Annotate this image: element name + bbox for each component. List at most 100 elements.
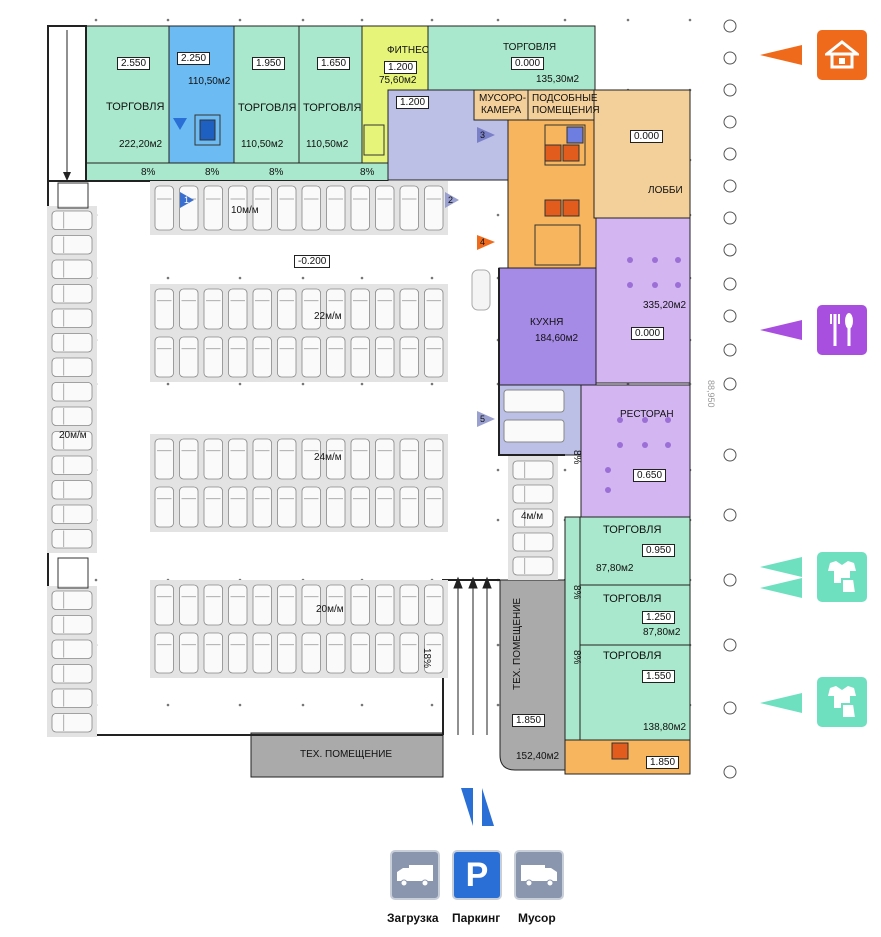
car-stall (424, 185, 444, 231)
zone-corridor-bottom (85, 162, 389, 182)
car-stall (399, 336, 419, 378)
marker-5: 5 (480, 414, 486, 424)
row-b2-bg (150, 332, 448, 382)
zone-trade-4 (298, 25, 363, 164)
label-kitchen: КУХНЯ (530, 317, 564, 328)
car-stall (277, 336, 297, 378)
zone-aux (527, 89, 595, 121)
car-stall (301, 288, 321, 330)
slope-s3: 8% (269, 167, 284, 178)
car-stall (375, 438, 395, 480)
level-l3: 1.950 (252, 57, 286, 70)
zone-trade-1 (85, 25, 170, 164)
slope-s4: 8% (360, 167, 375, 178)
car-stall (326, 584, 346, 626)
car-stall (203, 486, 223, 528)
car-stall (301, 438, 321, 480)
legend-loading: Загрузка (387, 911, 439, 925)
grid-dot (360, 382, 364, 386)
area-lobby-rest: 335,20м2 (643, 300, 687, 311)
grid-dot (166, 18, 170, 22)
car-stall (228, 185, 248, 231)
parking-stalls (47, 181, 565, 737)
car-stall (203, 438, 223, 480)
car-stall (424, 336, 444, 378)
area-r3: 138,80м2 (643, 722, 687, 733)
car-stall (424, 486, 444, 528)
label-tech-bottom: ТЕХ. ПОМЕЩЕНИЕ (300, 749, 393, 760)
car-stall (154, 438, 174, 480)
car-stall (277, 185, 297, 231)
level-stair: 1.200 (396, 96, 430, 109)
table-dot (642, 417, 648, 423)
car-stall (350, 185, 370, 231)
car-stall (375, 185, 395, 231)
car-stall (228, 438, 248, 480)
zone-corridor-right (564, 516, 581, 741)
grid-dot (430, 276, 434, 280)
shop-arrow-3 (760, 693, 802, 713)
axis-circle (723, 765, 737, 779)
truck-stall (503, 389, 565, 413)
home-arrow (760, 45, 802, 65)
level-tech: 1.850 (512, 714, 546, 727)
table-dot (605, 487, 611, 493)
car-stall (350, 632, 370, 674)
label-lobby: ЛОББИ (648, 185, 683, 196)
slope-v3: 8% (571, 650, 582, 665)
grid-dot (301, 276, 305, 280)
axis-circle (723, 51, 737, 65)
slope-s2: 8% (205, 167, 220, 178)
car-stall (51, 455, 93, 475)
restaurant-icon (817, 305, 867, 355)
car-stall (326, 336, 346, 378)
car-stall (154, 486, 174, 528)
car-stall (399, 632, 419, 674)
car-stall (326, 288, 346, 330)
axis-circle (723, 19, 737, 33)
grid-dot (301, 382, 305, 386)
car-stall (203, 632, 223, 674)
marker-triangle-1 (180, 192, 194, 208)
restaurant-arrow (760, 320, 802, 340)
col-left-top-bg (47, 206, 97, 553)
level-l4: 1.650 (317, 57, 351, 70)
axis-circle (723, 211, 737, 225)
row-d2-bg (150, 628, 448, 678)
car-stall (154, 632, 174, 674)
loading-icon (390, 850, 440, 900)
grid-dot (496, 18, 500, 22)
car-stall (179, 336, 199, 378)
zones (85, 25, 691, 778)
grid-dot (166, 276, 170, 280)
car-stall (277, 438, 297, 480)
car-stall (51, 406, 93, 426)
zone-restaurant-upper (595, 217, 691, 384)
slope-v2: 8% (571, 585, 582, 600)
level-r3: 1.550 (642, 670, 676, 683)
area-a1: 222,20м2 (119, 139, 163, 150)
level-lobby: 0.000 (630, 130, 664, 143)
car-stall (51, 431, 93, 451)
car-stall (154, 185, 174, 231)
grid-dot (688, 18, 692, 22)
car-stall (203, 288, 223, 330)
car-stall (350, 336, 370, 378)
shop-arrow-2 (760, 578, 802, 598)
car-stall (228, 288, 248, 330)
grid-dot (563, 468, 567, 472)
car-stall (51, 259, 93, 279)
grid-dot (430, 18, 434, 22)
car-stall (277, 632, 297, 674)
car-stall (301, 336, 321, 378)
level-parking: -0.200 (294, 255, 331, 268)
car-stall (277, 584, 297, 626)
table-dot (642, 442, 648, 448)
table-dot (652, 257, 658, 263)
parking-letter: P (465, 855, 489, 894)
axis-circles (723, 19, 737, 779)
car-stall (399, 288, 419, 330)
car-stall (512, 460, 554, 480)
grid-dot (360, 703, 364, 707)
car-stall (51, 504, 93, 524)
